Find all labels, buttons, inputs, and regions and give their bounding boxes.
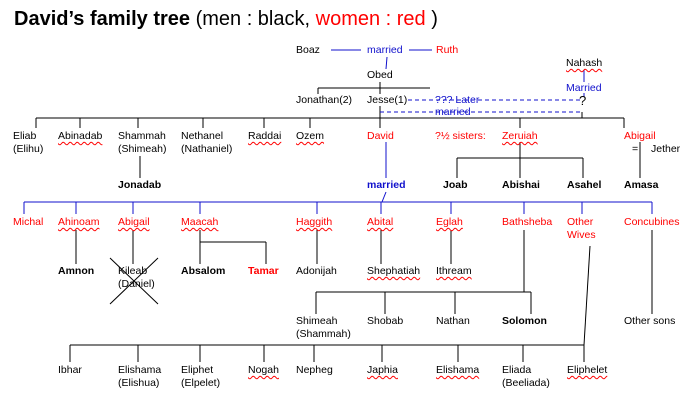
wife-michal: Michal (13, 216, 44, 228)
person-kileab: Kileab (Daniel) (118, 265, 155, 290)
person-japhia: Japhia (367, 364, 398, 376)
wife-ahinoam: Ahinoam (58, 216, 100, 228)
title-main: David’s family tree (14, 8, 191, 30)
person-adonijah: Adonijah (296, 265, 337, 277)
person-joab: Joab (443, 179, 468, 191)
wife-abital: Abital (367, 216, 394, 228)
wife-bathsheba: Bathsheba (502, 216, 553, 228)
person-ibhar: Ibhar (58, 364, 82, 376)
person-nathan: Nathan (436, 315, 470, 327)
person-jether: Jether (651, 143, 681, 155)
person-eliphelet: Eliphelet (567, 364, 608, 376)
person-eliphet: Eliphet (Elpelet) (181, 364, 221, 389)
person-zeruiah: Zeruiah (502, 130, 538, 142)
person-elishama-elishua: Elishama (Elishua) (118, 364, 162, 389)
person-obed: Obed (367, 69, 393, 81)
person-nogah: Nogah (248, 364, 279, 376)
title-close: ) (425, 8, 438, 30)
person-asahel: Asahel (567, 179, 602, 191)
person-jonadab: Jonadab (118, 179, 162, 191)
person-shammah: Shammah (Shimeah) (118, 130, 167, 155)
person-elishama: Elishama (436, 364, 480, 376)
person-ithream: Ithream (436, 265, 472, 277)
person-abishai: Abishai (502, 179, 540, 191)
person-ruth: Ruth (436, 44, 459, 56)
person-eliada: Eliada (Beeliada) (502, 364, 550, 389)
legend-men: men : black, (202, 8, 311, 30)
marriage-label-david: married (367, 179, 406, 191)
person-eliab: Eliab (Elihu) (13, 130, 44, 155)
legend-women: women : red (315, 8, 426, 30)
wife-eglah: Eglah (436, 216, 463, 228)
later-married-note: ??? Later married (435, 94, 480, 118)
person-ozem: Ozem (296, 130, 325, 142)
person-david: David (367, 130, 394, 142)
page-title: David’s family tree (men : black, women … (14, 8, 438, 31)
person-amasa: Amasa (624, 179, 659, 191)
half-sisters-label: ?½ sisters: (435, 130, 486, 142)
title-open: ( (190, 8, 203, 30)
other-wives: Other Wives (567, 216, 596, 241)
person-nahash: Nahash (566, 57, 603, 69)
person-abinadab: Abinadab (58, 130, 103, 142)
person-solomon: Solomon (502, 315, 547, 327)
person-tamar: Tamar (248, 265, 279, 277)
person-boaz: Boaz (296, 44, 320, 56)
person-jesse: Jesse(1) (367, 94, 408, 106)
other-sons: Other sons (624, 315, 676, 327)
wife-abigail: Abigail (118, 216, 150, 228)
wife-haggith: Haggith (296, 216, 333, 228)
person-shimeah: Shimeah (Shammah) (296, 315, 351, 340)
person-shobab: Shobab (367, 315, 404, 327)
person-nethanel: Nethanel (Nathaniel) (181, 130, 233, 155)
marriage-label-nahash: Married (566, 82, 602, 94)
person-amnon: Amnon (58, 265, 95, 277)
person-shephatiah: Shephatiah (367, 265, 421, 277)
person-jonathan: Jonathan(2) (296, 94, 353, 106)
person-nepheg: Nepheg (296, 364, 333, 376)
person-abigail-sister: Abigail (624, 130, 656, 142)
wife-maacah: Maacah (181, 216, 219, 228)
person-absalom: Absalom (181, 265, 226, 277)
equals-sign: = (632, 143, 639, 155)
concubines: Concubines (624, 216, 680, 228)
person-raddai: Raddai (248, 130, 282, 142)
unknown-spouse: ? (579, 93, 587, 108)
marriage-label-boaz-ruth: married (367, 44, 403, 56)
